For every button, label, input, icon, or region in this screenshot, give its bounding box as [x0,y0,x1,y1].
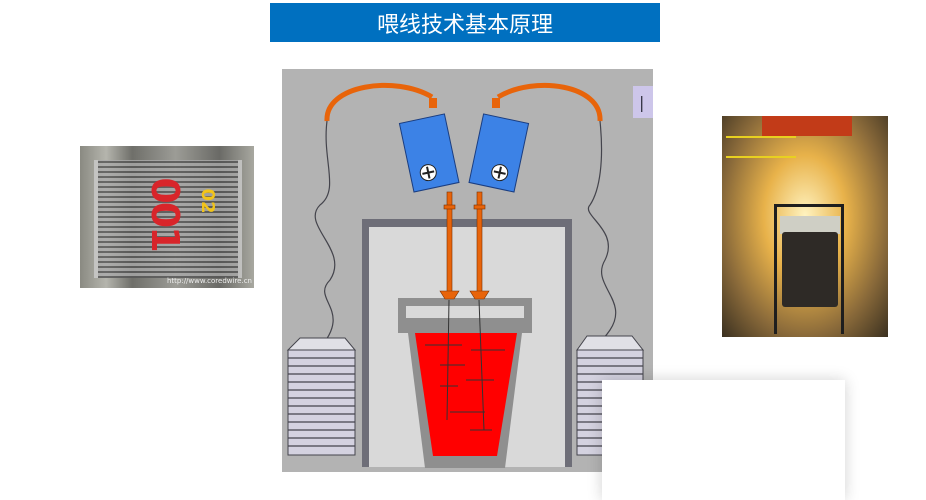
coil-wire-windings [94,160,242,278]
molten-steel [415,333,517,456]
slide-title: 喂线技术基本原理 [270,3,660,42]
marker-label: | [639,93,644,112]
wire-feeder-left [398,113,460,193]
ladle-cover [780,216,840,234]
wire-coil-left [286,337,357,456]
ladle-station-photo [722,116,888,337]
guide-tubes [439,191,490,300]
wire-guide-arcs [324,82,603,122]
coil-number-red: 001 [143,177,187,251]
marker-box [633,86,653,118]
wire-feeding-diagram: | [282,69,653,472]
cored-wire-coil-photo: 001 02 http://www.coredwire.cn [80,146,254,288]
ladle [398,298,532,468]
ladle-body [782,232,838,307]
blank-panel [602,380,845,500]
wire-feeder-right [468,113,530,193]
ladle-hanger [774,204,844,334]
overhead-crane [762,116,852,136]
coil-number-yellow: 02 [197,188,218,214]
platform-railing [726,136,796,158]
photo-watermark: http://www.coredwire.cn [166,277,252,285]
